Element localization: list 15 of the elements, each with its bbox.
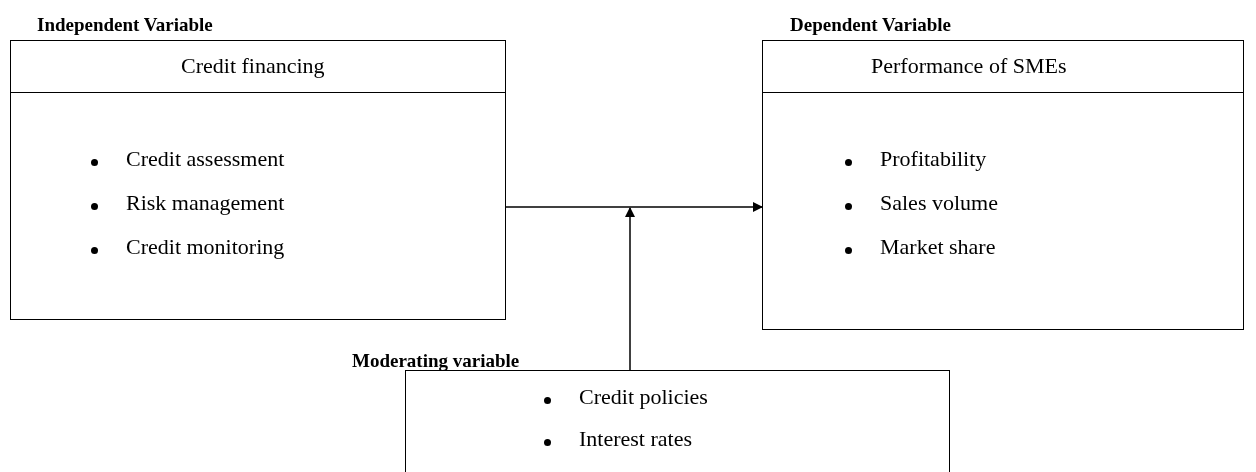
box-title: Performance of SMEs [871,53,1067,79]
list-item: Risk management [126,190,285,216]
variable-heading: Dependent Variable [790,14,951,36]
box-title: Credit financing [181,53,325,79]
list-item: Credit policies [579,384,708,410]
list-item: Credit assessment [126,146,285,172]
list-item: Market share [880,234,996,260]
arrow [625,207,635,371]
arrow [505,202,763,212]
list-item: Interest rates [579,426,692,452]
list-item: Profitability [880,146,987,172]
variable-heading: Independent Variable [37,14,213,36]
list-item: Credit monitoring [126,234,285,260]
list-item: Sales volume [880,190,998,216]
variable-heading: Moderating variable [352,350,520,372]
